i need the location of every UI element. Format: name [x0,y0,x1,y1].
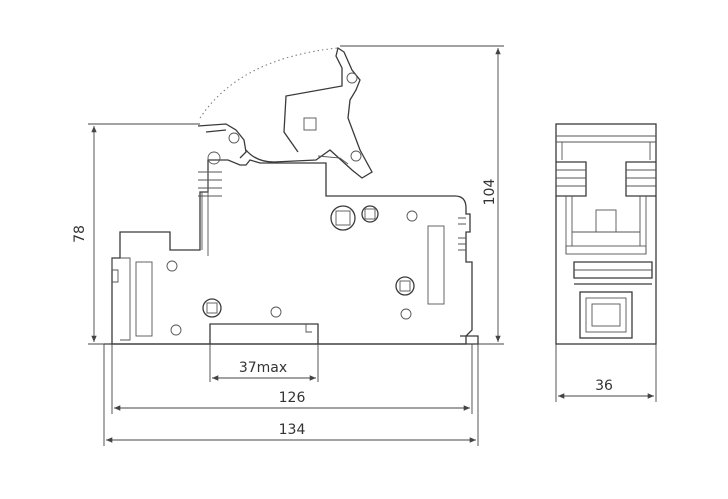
front-view [104,151,479,345]
dim-label-36: 36 [595,378,613,394]
dim-label-126: 126 [279,390,306,406]
dim-label-37max: 37max [239,360,287,376]
dimensions-front [88,45,504,446]
dim-label-78: 78 [72,225,88,243]
fuse-lever [197,46,373,179]
side-view [555,123,657,402]
dim-label-134: 134 [279,422,306,438]
dim-label-104: 104 [482,179,498,206]
